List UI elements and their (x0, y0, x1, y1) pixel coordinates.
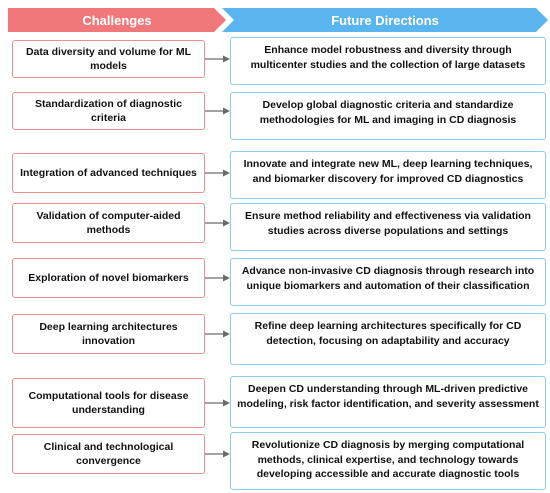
future-direction-box: Enhance model robustness and diversity t… (230, 37, 546, 85)
challenge-box: Integration of advanced techniques (12, 153, 205, 193)
connector-arrow-icon (205, 330, 230, 338)
connector-arrow-icon (205, 450, 230, 458)
future-direction-box: Develop global diagnostic criteria and s… (230, 92, 546, 140)
challenge-box: Computational tools for disease understa… (12, 378, 205, 428)
challenge-box: Validation of computer-aided methods (12, 203, 205, 243)
challenge-box: Data diversity and volume for ML models (12, 40, 205, 78)
connector-arrow-icon (205, 274, 230, 282)
future-direction-box: Revolutionize CD diagnosis by merging co… (230, 432, 546, 490)
connector-arrow-icon (205, 219, 230, 227)
future-direction-box: Ensure method reliability and effectiven… (230, 203, 546, 251)
connector-arrow-icon (205, 55, 230, 63)
challenge-box: Deep learning architectures innovation (12, 314, 205, 354)
challenge-box: Standardization of diagnostic criteria (12, 92, 205, 130)
challenge-box: Exploration of novel biomarkers (12, 258, 205, 298)
connector-arrow-icon (205, 107, 230, 115)
connector-arrow-icon (205, 399, 230, 407)
future-direction-box: Refine deep learning architectures speci… (230, 313, 546, 365)
future-directions-header: Future Directions (222, 8, 548, 32)
future-direction-box: Advance non-invasive CD diagnosis throug… (230, 258, 546, 306)
connector-arrow-icon (205, 169, 230, 177)
challenge-box: Clinical and technological convergence (12, 434, 205, 474)
future-direction-box: Deepen CD understanding through ML-drive… (230, 376, 546, 428)
future-direction-box: Innovate and integrate new ML, deep lear… (230, 151, 546, 199)
challenges-header: Challenges (8, 8, 226, 32)
